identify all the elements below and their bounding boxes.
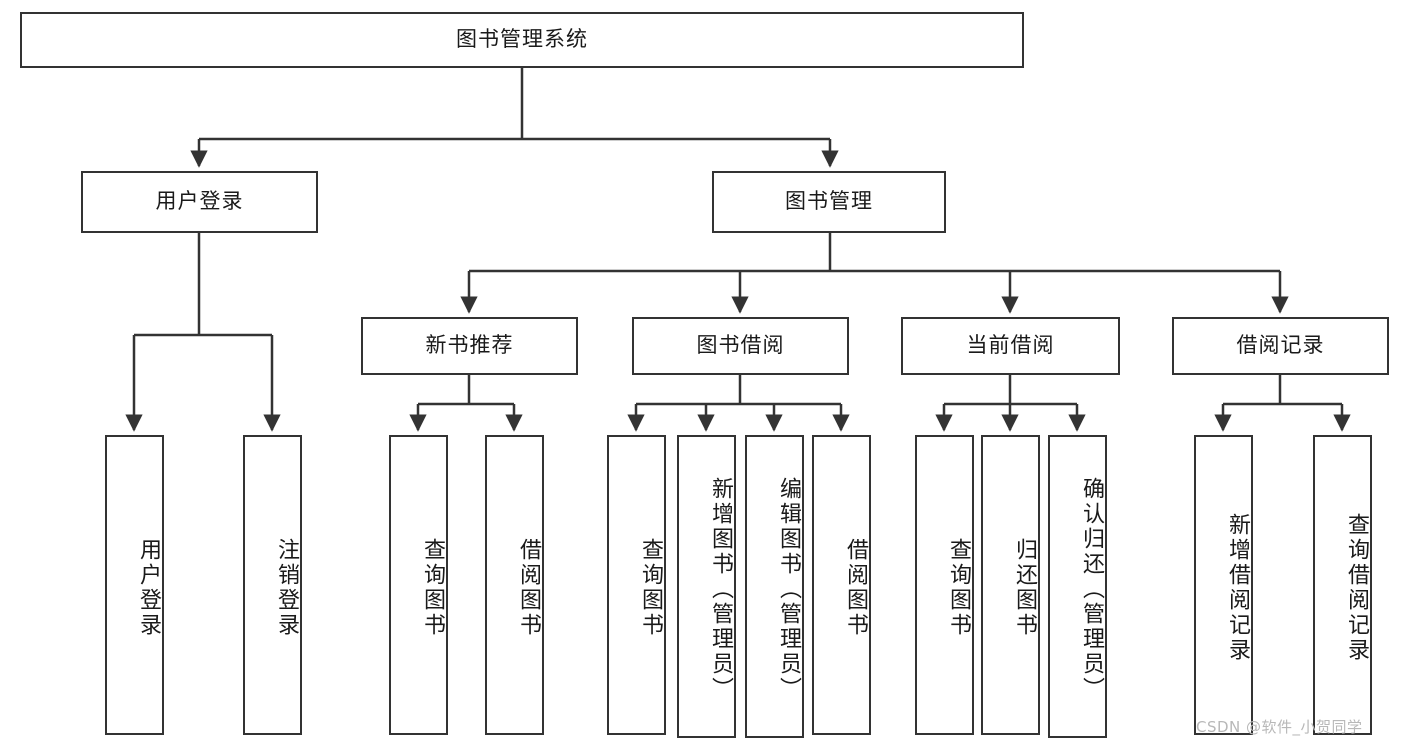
node-root[interactable]: 图书管理系统	[20, 12, 1024, 68]
node-leaf-query-book-2[interactable]: 查询图书	[607, 435, 666, 735]
node-user-login[interactable]: 用户登录	[81, 171, 318, 233]
node-leaf-borrow-book-2-label: 借阅图书	[843, 538, 868, 638]
node-leaf-confirm-return[interactable]: 确认归还（管理员）	[1048, 435, 1107, 738]
node-leaf-confirm-return-label: 确认归还（管理员）	[1079, 477, 1104, 702]
node-leaf-add-borrow-record[interactable]: 新增借阅记录	[1194, 435, 1253, 735]
node-leaf-user-login[interactable]: 用户登录	[105, 435, 164, 735]
node-current-borrow[interactable]: 当前借阅	[901, 317, 1120, 375]
node-leaf-return-book[interactable]: 归还图书	[981, 435, 1040, 735]
node-leaf-borrow-book-1-label: 借阅图书	[516, 538, 541, 638]
node-leaf-query-borrow-record-label: 查询借阅记录	[1344, 513, 1369, 663]
node-book-borrow-label: 图书借阅	[696, 333, 785, 358]
node-new-book-recommend-label: 新书推荐	[425, 333, 514, 358]
node-leaf-add-borrow-record-label: 新增借阅记录	[1225, 513, 1250, 663]
node-leaf-query-book-1[interactable]: 查询图书	[389, 435, 448, 735]
node-book-borrow[interactable]: 图书借阅	[632, 317, 849, 375]
node-leaf-borrow-book-1[interactable]: 借阅图书	[485, 435, 544, 735]
node-leaf-query-book-1-label: 查询图书	[420, 538, 445, 638]
node-leaf-borrow-book-2[interactable]: 借阅图书	[812, 435, 871, 735]
node-borrow-record-label: 借阅记录	[1236, 333, 1325, 358]
node-user-login-label: 用户登录	[155, 189, 244, 214]
node-book-manage[interactable]: 图书管理	[712, 171, 946, 233]
node-borrow-record[interactable]: 借阅记录	[1172, 317, 1389, 375]
node-leaf-query-book-2-label: 查询图书	[638, 538, 663, 638]
node-leaf-query-book-3[interactable]: 查询图书	[915, 435, 974, 735]
node-leaf-logout[interactable]: 注销登录	[243, 435, 302, 735]
node-leaf-edit-book-label: 编辑图书（管理员）	[776, 477, 801, 702]
node-book-manage-label: 图书管理	[785, 189, 873, 214]
node-leaf-add-book-label: 新增图书（管理员）	[708, 477, 733, 702]
node-leaf-user-login-label: 用户登录	[136, 538, 161, 638]
node-leaf-logout-label: 注销登录	[274, 538, 299, 638]
node-current-borrow-label: 当前借阅	[966, 333, 1055, 358]
node-leaf-query-book-3-label: 查询图书	[946, 538, 971, 638]
node-leaf-return-book-label: 归还图书	[1012, 538, 1037, 638]
csdn-watermark: CSDN @软件_小贺同学	[1196, 718, 1363, 736]
node-new-book-recommend[interactable]: 新书推荐	[361, 317, 578, 375]
node-leaf-query-borrow-record[interactable]: 查询借阅记录	[1313, 435, 1372, 735]
node-root-label: 图书管理系统	[456, 27, 588, 52]
node-leaf-edit-book[interactable]: 编辑图书（管理员）	[745, 435, 804, 738]
node-leaf-add-book[interactable]: 新增图书（管理员）	[677, 435, 736, 738]
